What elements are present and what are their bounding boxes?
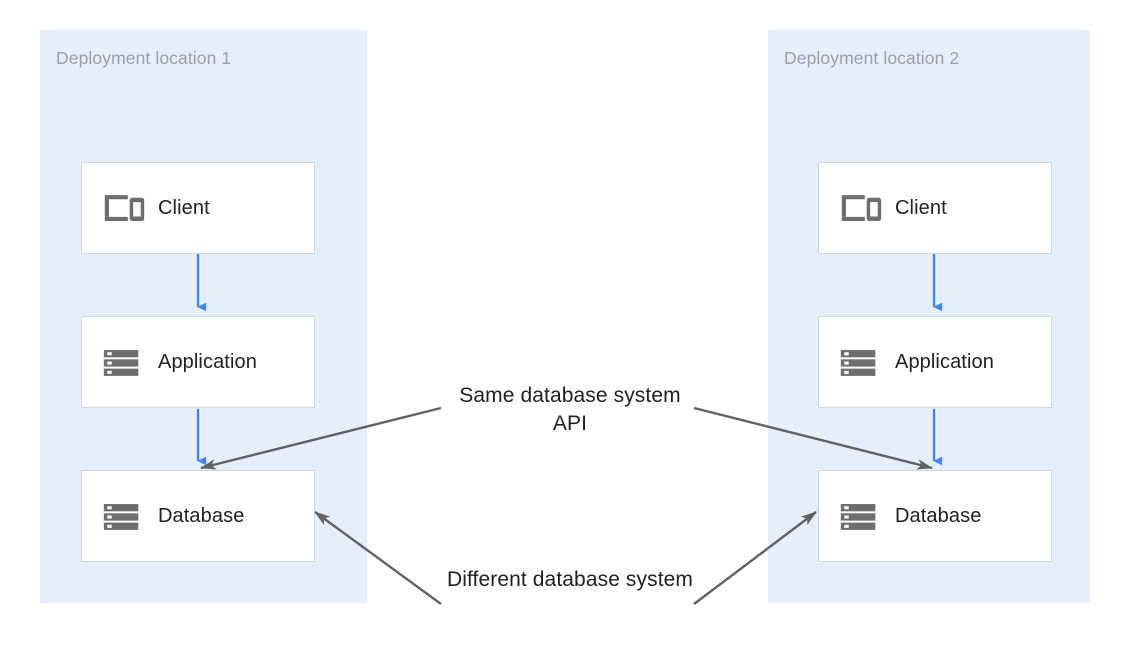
zone-2-title: Deployment location 2 bbox=[784, 48, 960, 68]
node-database-2-label: Database bbox=[895, 504, 982, 527]
node-client-2[interactable]: Client bbox=[818, 162, 1052, 254]
devices-icon bbox=[841, 195, 882, 222]
node-database-2[interactable]: Database bbox=[818, 470, 1052, 562]
server-stack-icon bbox=[103, 350, 139, 376]
node-client-1[interactable]: Client bbox=[81, 162, 315, 254]
annotation-different-database-system: Different database system bbox=[446, 568, 694, 591]
node-client-1-label: Client bbox=[158, 196, 210, 219]
node-client-2-label: Client bbox=[895, 196, 947, 219]
devices-icon bbox=[104, 195, 145, 222]
annotation-same-database-system-api: Same database system API bbox=[459, 384, 681, 435]
node-application-2[interactable]: Application bbox=[818, 316, 1052, 408]
node-database-1-label: Database bbox=[158, 504, 245, 527]
server-stack-icon bbox=[840, 350, 876, 376]
node-application-2-label: Application bbox=[895, 350, 994, 373]
node-database-1[interactable]: Database bbox=[81, 470, 315, 562]
node-application-1-label: Application bbox=[158, 350, 257, 373]
server-stack-icon bbox=[103, 504, 139, 530]
zone-1-title: Deployment location 1 bbox=[56, 48, 232, 68]
server-stack-icon bbox=[840, 504, 876, 530]
node-application-1[interactable]: Application bbox=[81, 316, 315, 408]
